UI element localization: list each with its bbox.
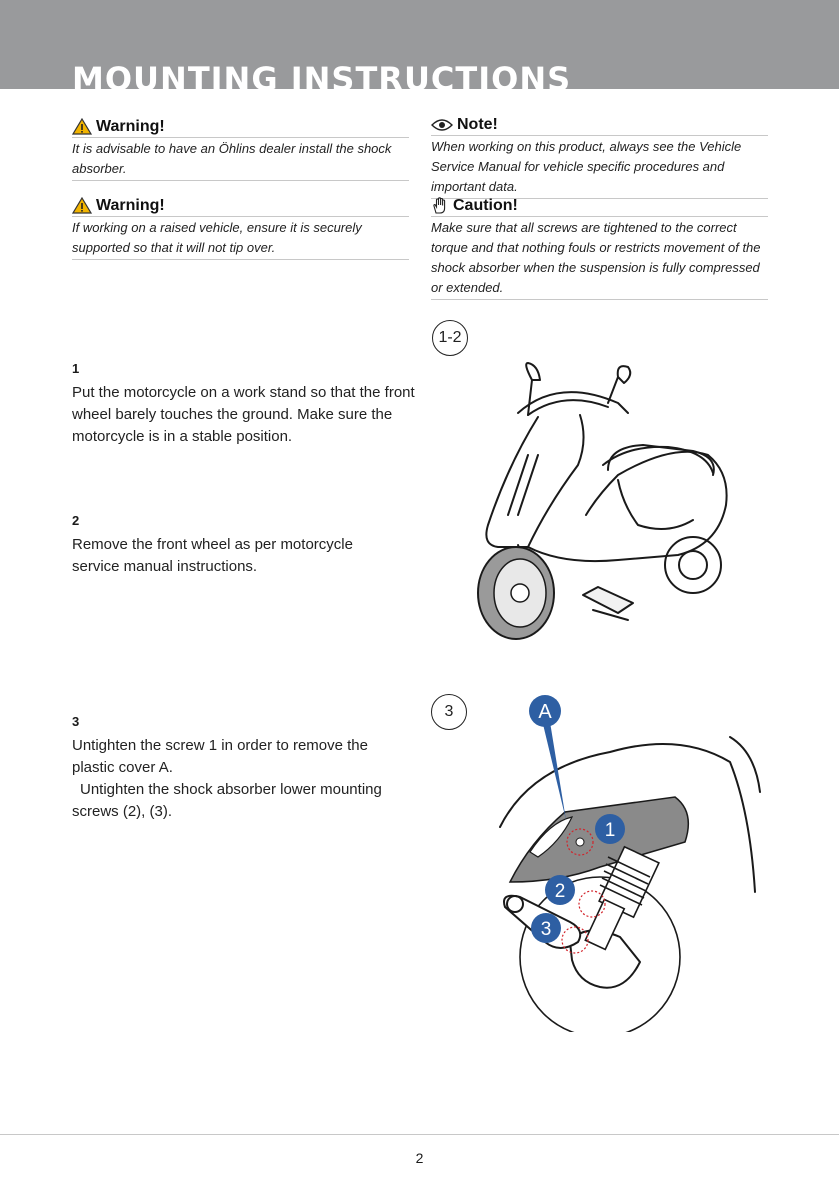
note-box: Note! When working on this product, alwa… <box>431 115 768 199</box>
warning-text: If working on a raised vehicle, ensure i… <box>72 217 409 260</box>
caution-box: Caution! Make sure that all screws are t… <box>431 196 768 300</box>
warning-triangle-icon <box>72 197 92 214</box>
figure-label: 3 <box>431 694 467 730</box>
footer-divider <box>0 1134 839 1135</box>
note-text: When working on this product, always see… <box>431 136 768 199</box>
callout-a-text: A <box>538 701 552 723</box>
step-text: Untighten the screw 1 in order to remove… <box>72 737 368 776</box>
caution-heading: Caution! <box>431 196 768 217</box>
step-number: 2 <box>72 513 80 528</box>
eye-icon <box>431 118 453 131</box>
caution-text: Make sure that all screws are tightened … <box>431 217 768 300</box>
figure-label: 1-2 <box>432 320 468 356</box>
scooter-illustration <box>477 362 728 640</box>
warning-title: Warning! <box>96 117 165 135</box>
step-number: 3 <box>72 714 80 729</box>
page-number: 2 <box>415 1150 424 1166</box>
warning-heading: Warning! <box>72 117 409 138</box>
page-header: MOUNTING INSTRUCTIONS <box>0 0 839 89</box>
note-heading: Note! <box>431 115 768 136</box>
step-number: 1 <box>72 361 80 376</box>
callout-3-text: 3 <box>541 919 552 940</box>
warning-box-1: Warning! It is advisable to have an Öhli… <box>72 117 409 181</box>
warning-title: Warning! <box>96 196 165 214</box>
step-text: Remove the front wheel as per motorcycle… <box>72 536 353 575</box>
shock-absorber-illustration: A 1 2 3 <box>499 695 761 1032</box>
warning-text: It is advisable to have an Öhlins dealer… <box>72 138 409 181</box>
callout-1-text: 1 <box>605 820 616 841</box>
note-title: Note! <box>457 115 498 133</box>
step-text: Put the motorcycle on a work stand so th… <box>72 384 415 445</box>
page-title: MOUNTING INSTRUCTIONS <box>72 60 572 89</box>
warning-box-2: Warning! If working on a raised vehicle,… <box>72 196 409 260</box>
hand-icon <box>433 196 446 214</box>
callout-2-text: 2 <box>555 881 566 902</box>
warning-triangle-icon <box>72 118 92 135</box>
warning-heading: Warning! <box>72 196 409 217</box>
step-text-continued: Untighten the shock absorber lower mount… <box>72 781 382 820</box>
caution-title: Caution! <box>453 196 518 214</box>
